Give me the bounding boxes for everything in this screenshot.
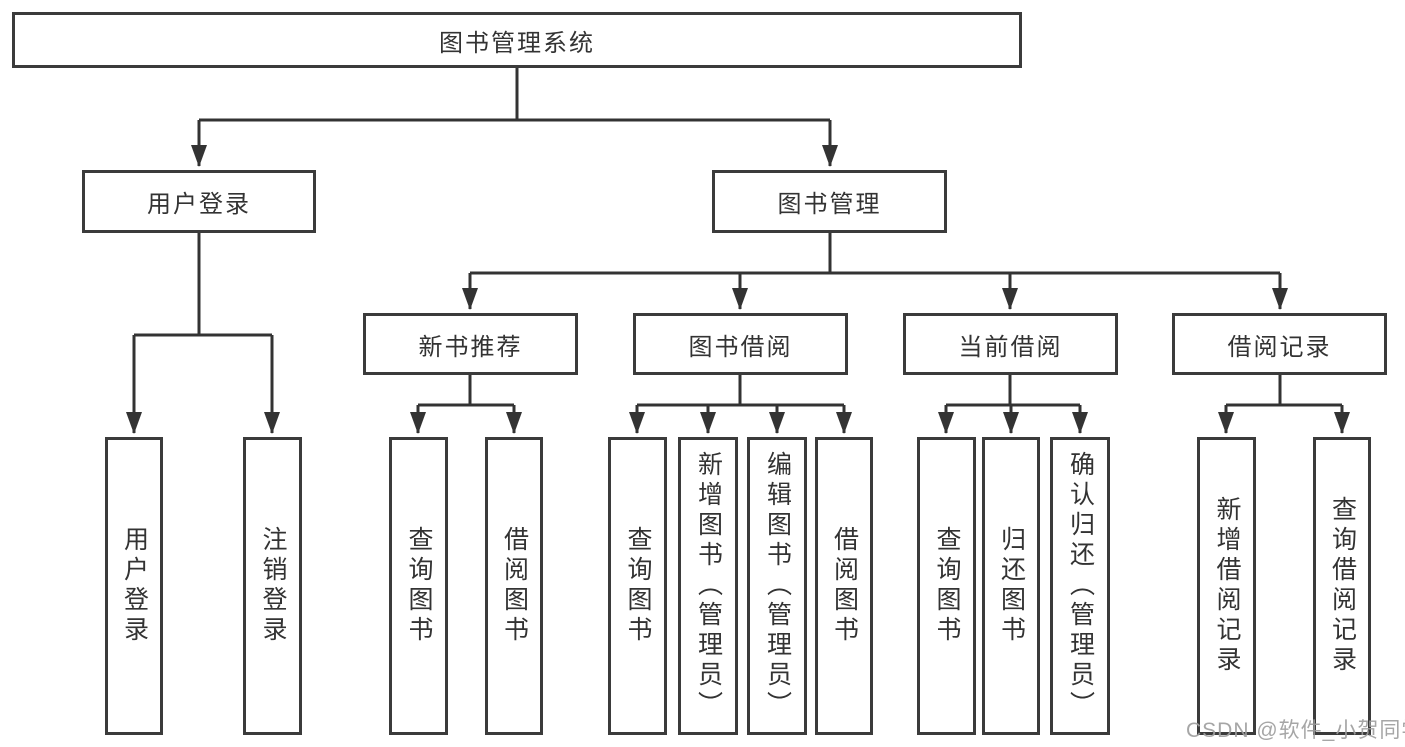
leaf-recommend-borrow-books: 借阅图书 [485, 437, 543, 735]
leaf-borrowing-query-books: 查询图书 [608, 437, 667, 735]
node-book-borrowing: 图书借阅 [633, 313, 848, 375]
node-library-management-system: 图书管理系统 [12, 12, 1022, 68]
leaf-borrowing-edit-books-admin: 编辑图书（管理员） [747, 437, 807, 735]
node-borrowing-records: 借阅记录 [1172, 313, 1387, 375]
leaf-records-add-record: 新增借阅记录 [1197, 437, 1256, 735]
leaf-logout-login: 注销登录 [243, 437, 302, 735]
leaf-recommend-query-books: 查询图书 [389, 437, 448, 735]
node-book-management: 图书管理 [712, 170, 947, 233]
leaf-user-login: 用户登录 [105, 437, 163, 735]
csdn-watermark: CSDN @软件_小贺同学 [1186, 719, 1405, 742]
node-user-login: 用户登录 [82, 170, 316, 233]
node-new-book-recommend: 新书推荐 [363, 313, 578, 375]
leaf-current-return-books: 归还图书 [982, 437, 1040, 735]
leaf-borrowing-borrow-books: 借阅图书 [815, 437, 873, 735]
leaf-records-query-record: 查询借阅记录 [1313, 437, 1371, 735]
node-current-borrowing: 当前借阅 [903, 313, 1118, 375]
leaf-current-query-books: 查询图书 [917, 437, 976, 735]
leaf-current-confirm-return-admin: 确认归还（管理员） [1050, 437, 1110, 735]
leaf-borrowing-add-books-admin: 新增图书（管理员） [678, 437, 738, 735]
